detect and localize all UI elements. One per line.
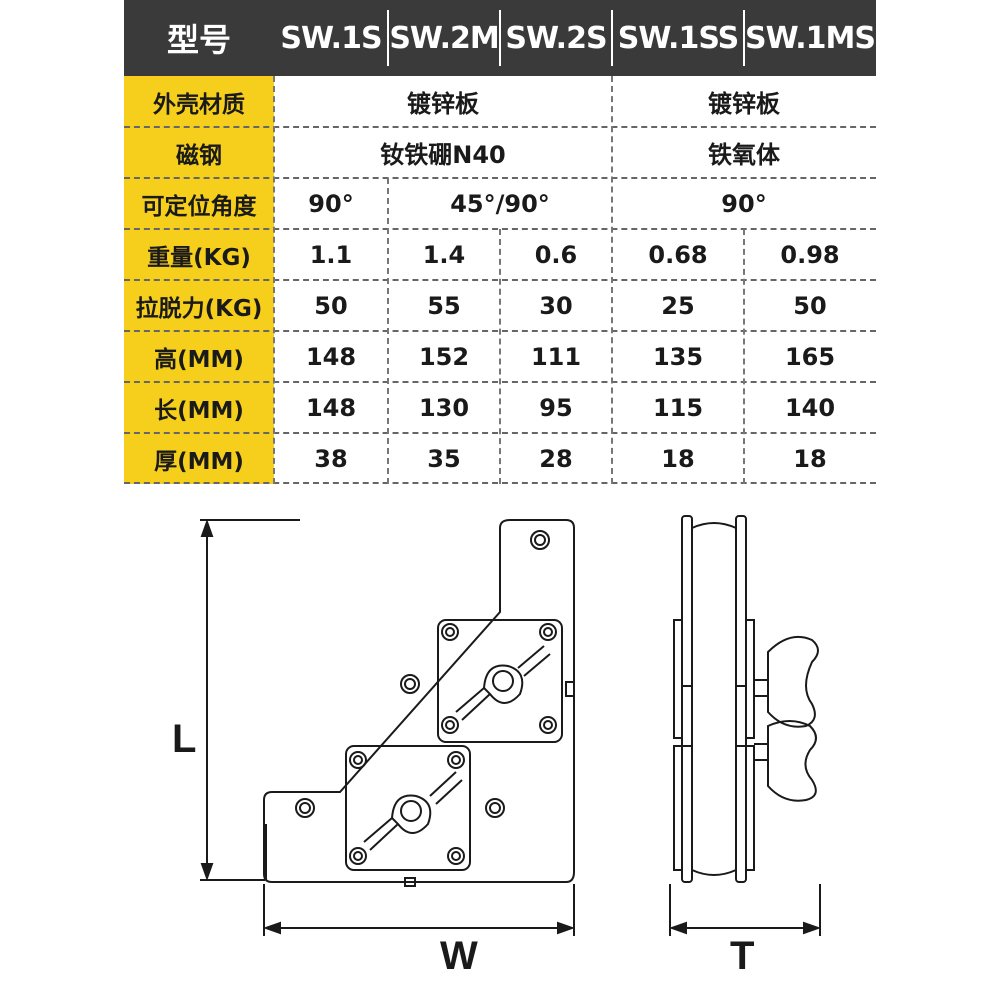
cell-length: 130 (418, 393, 470, 422)
cell-angle-23: 45°/90° (450, 189, 550, 218)
cell-thickness: 35 (427, 444, 461, 473)
row-label-length: 长(MM) (124, 382, 274, 433)
row-label-angle: 可定位角度 (124, 178, 274, 229)
cell-length: 140 (784, 393, 836, 422)
header-model-sw1ss: SW.1SS (612, 0, 744, 76)
side-view (673, 515, 819, 883)
cell-height: 165 (784, 342, 836, 371)
row-label-pull: 拉脱力(KG) (124, 280, 274, 331)
cell-weight: 0.6 (534, 240, 578, 269)
col-divider (611, 76, 613, 484)
col-divider (387, 178, 389, 484)
cell-weight: 0.68 (648, 240, 708, 269)
row-label-weight: 重量(KG) (124, 229, 274, 280)
cell-angle-1: 90° (308, 189, 354, 218)
col-divider (743, 229, 745, 484)
cell-height: 111 (530, 342, 582, 371)
cell-pull: 50 (793, 291, 827, 320)
header-divider (499, 10, 501, 66)
dimension-label-w: W (440, 934, 478, 978)
dimension-line-t (669, 884, 821, 936)
row-divider (124, 126, 876, 128)
row-label-height: 高(MM) (124, 331, 274, 382)
cell-thickness: 18 (793, 444, 827, 473)
cell-length: 95 (539, 393, 573, 422)
row-label-thickness: 厚(MM) (124, 433, 274, 484)
cell-magnet-left: 钕铁硼N40 (380, 141, 506, 169)
row-label-shell: 外壳材质 (124, 76, 274, 127)
header-model-sw1ms: SW.1MS (744, 0, 876, 76)
row-label-magnet: 磁钢 (124, 127, 274, 178)
bolt-hole (295, 530, 557, 865)
cell-thickness: 38 (314, 444, 348, 473)
header-divider (387, 10, 389, 66)
row-divider (124, 177, 876, 179)
dimension-line-l (200, 519, 300, 881)
header-model-sw1s: SW.1S (274, 0, 388, 76)
cell-weight: 0.98 (780, 240, 840, 269)
cell-height: 135 (652, 342, 704, 371)
header-divider (611, 10, 613, 66)
cell-thickness: 18 (661, 444, 695, 473)
cell-magnet-right: 铁氧体 (708, 141, 780, 169)
cell-pull: 25 (661, 291, 695, 320)
cell-angle-45: 90° (721, 189, 767, 218)
cell-pull: 55 (427, 291, 461, 320)
cell-pull: 30 (539, 291, 573, 320)
col-divider (273, 76, 275, 484)
header-model-label: 型号 (124, 0, 274, 76)
header-model-sw2m: SW.2M (388, 0, 500, 76)
spec-table: 型号 SW.1S SW.2M SW.2S SW.1SS SW.1MS 外壳材质 … (124, 0, 876, 484)
wing-handle (363, 771, 463, 851)
cell-length: 115 (652, 393, 704, 422)
wing-knob (754, 636, 819, 728)
dimension-label-t: T (730, 934, 755, 978)
col-divider (499, 229, 501, 484)
cell-shell-right: 镀锌板 (708, 90, 780, 118)
header-model-sw2s: SW.2S (500, 0, 612, 76)
header-divider (743, 10, 745, 66)
cell-weight: 1.4 (422, 240, 466, 269)
cell-weight: 1.1 (309, 240, 353, 269)
technical-drawing (200, 515, 821, 936)
cell-thickness: 28 (539, 444, 573, 473)
wing-handle (455, 645, 551, 721)
cell-pull: 50 (314, 291, 348, 320)
cell-height: 152 (418, 342, 470, 371)
cell-shell-left: 镀锌板 (407, 90, 479, 118)
cell-height: 148 (305, 342, 357, 371)
dimension-line-w (263, 884, 575, 936)
cell-length: 148 (305, 393, 357, 422)
dimension-label-l: L (172, 717, 197, 761)
front-view (263, 519, 575, 887)
wing-knob (754, 720, 817, 802)
